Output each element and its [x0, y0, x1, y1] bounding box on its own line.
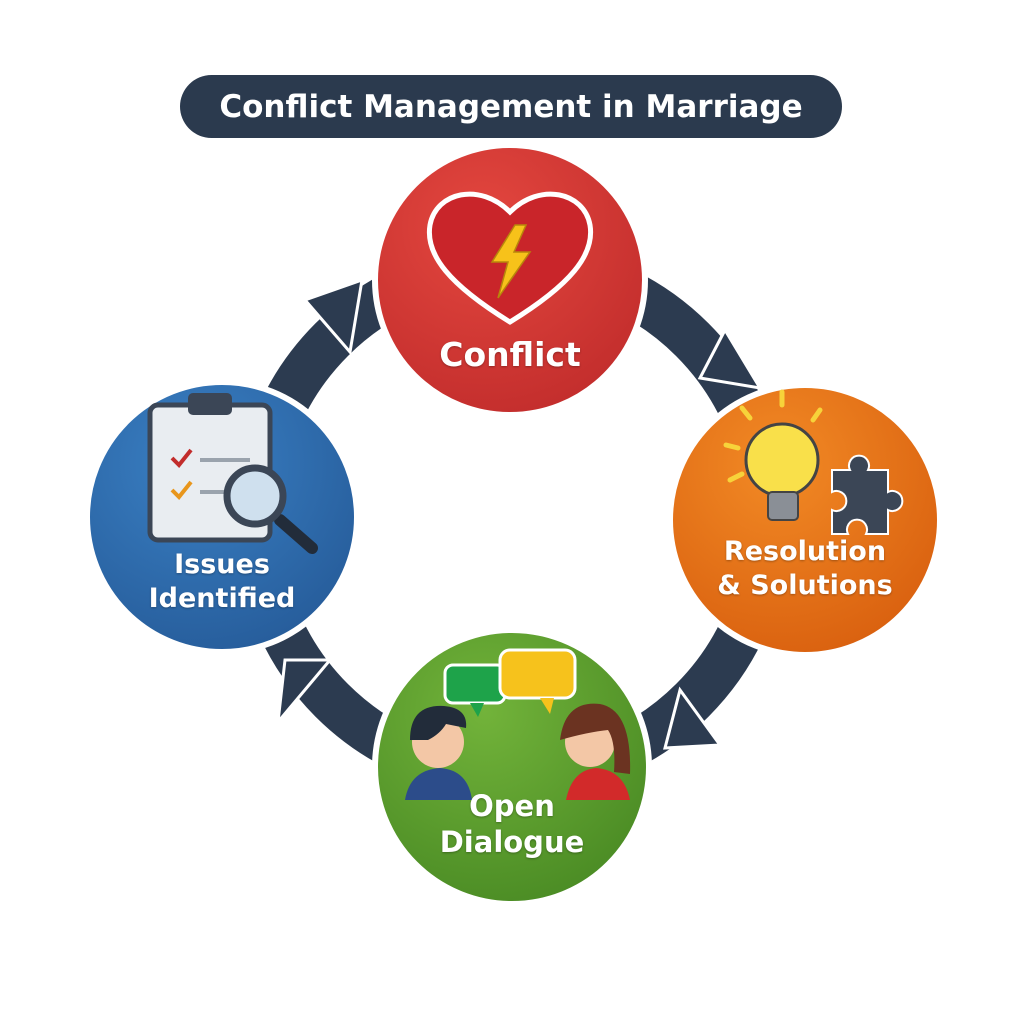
- stage-label-issues: Issues Identified: [122, 548, 322, 616]
- label-line: Identified: [148, 582, 296, 614]
- cycle-arrowheads: [275, 277, 763, 750]
- diagram-title: Conflict Management in Marriage: [180, 75, 842, 138]
- stage-circle-dialogue: [372, 627, 652, 907]
- arrowhead-to-dialogue: [663, 686, 723, 750]
- label-line: Open: [469, 789, 555, 823]
- heart-lightning-icon: [426, 191, 594, 325]
- label-line: Resolution: [723, 536, 887, 567]
- lightbulb-puzzle-icon: [723, 389, 904, 535]
- label-line: Dialogue: [439, 825, 585, 860]
- arrowhead-to-resolution: [697, 326, 763, 391]
- people-speech-bubbles-icon: [405, 648, 631, 800]
- stage-circle-resolution: [667, 382, 943, 658]
- stage-label-conflict: Conflict: [410, 334, 610, 375]
- arrowhead-to-conflict: [302, 277, 364, 356]
- clipboard-magnifier-icon: [147, 393, 318, 554]
- arrowhead-to-issues: [275, 658, 334, 727]
- stage-label-resolution: Resolution & Solutions: [690, 535, 920, 603]
- label-line: & Solutions: [717, 569, 893, 601]
- stage-label-dialogue: Open Dialogue: [412, 788, 612, 861]
- label-line: Conflict: [439, 335, 581, 374]
- label-line: Issues: [174, 549, 270, 580]
